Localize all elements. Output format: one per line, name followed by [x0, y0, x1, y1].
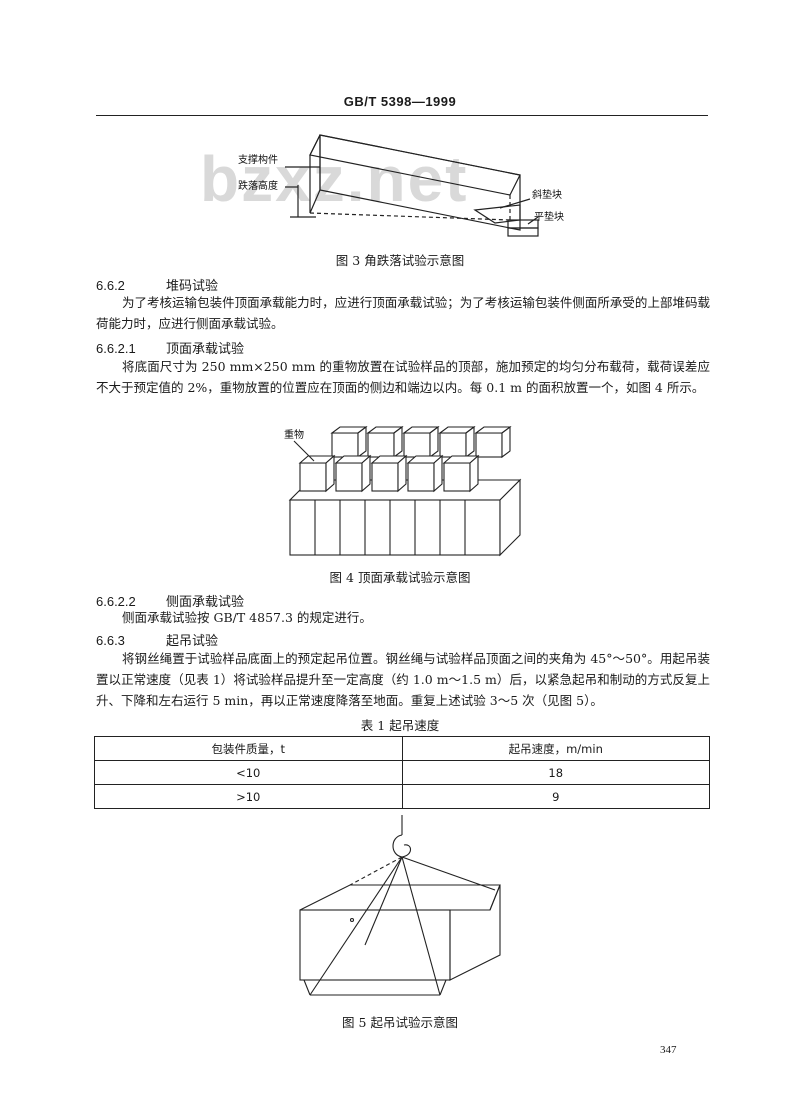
- figure4-caption: 图 4 顶面承载试验示意图: [329, 570, 471, 585]
- table-cell: >10: [94, 784, 403, 809]
- label-weight: 重物: [284, 428, 304, 441]
- table1-caption: 表 1 起吊速度: [360, 718, 440, 733]
- box-front-face: [319, 134, 521, 231]
- section-title: 堆码试验: [166, 278, 219, 293]
- section-number: 6.6.2.1: [96, 341, 136, 356]
- figure3-diagram: 支撑构件 跌落高度 斜垫块 平垫块: [238, 134, 564, 237]
- section-number: 6.6.3: [96, 633, 125, 648]
- crate-top-face: [299, 884, 501, 911]
- section-6-6-2-1-text: 将底面尺寸为 250 mm×250 mm 的重物放置在试验样品的顶部，施加预定的…: [96, 359, 710, 395]
- section-title: 起吊试验: [166, 633, 219, 648]
- box-top-face: [309, 134, 521, 196]
- table-cell: 18: [401, 760, 710, 785]
- section-6-6-2-1-heading: 6.6.2.1 顶面承载试验: [96, 338, 244, 357]
- section-6-6-2-2-text: 侧面承载试验按 GB/T 4857.3 的规定进行。: [122, 610, 372, 625]
- page-number: 347: [660, 1044, 677, 1056]
- crate-side-face: [449, 884, 501, 981]
- table-header-row: 包装件质量，t 起吊速度，m/min: [94, 736, 710, 761]
- weights-front-row: [298, 454, 480, 493]
- section-6-6-3-text: 将钢丝绳置于试验样品底面上的预定起吊位置。钢丝绳与试验样品顶面之间的夹角为 45…: [96, 651, 710, 708]
- label-flat-block: 平垫块: [534, 210, 564, 223]
- label-support: 支撑构件: [238, 153, 278, 166]
- section-6-6-2-heading: 6.6.2 堆码试验: [96, 275, 218, 294]
- header-rule: [96, 115, 708, 116]
- section-title: 顶面承载试验: [166, 341, 245, 356]
- section-title: 侧面承载试验: [166, 594, 245, 609]
- table-row: <10 18: [94, 760, 710, 785]
- table-header-cell: 起吊速度，m/min: [401, 736, 710, 761]
- table-header-cell: 包装件质量，t: [94, 736, 403, 761]
- crate-side: [499, 478, 521, 557]
- figure5-caption: 图 5 起吊试验示意图: [342, 1015, 458, 1030]
- standard-header: GB/T 5398—1999: [343, 94, 457, 109]
- hook: [392, 834, 412, 858]
- label-drop-height: 跌落高度: [238, 179, 278, 192]
- section-number: 6.6.2: [96, 278, 125, 293]
- flat-block-bottom: [507, 227, 539, 237]
- section-6-6-2-text: 为了考核运输包装件顶面承载能力时，应进行顶面承载试验；为了考核运输包装件侧面所承…: [96, 295, 710, 331]
- table-cell: 9: [401, 784, 710, 809]
- label-slant-block: 斜垫块: [532, 188, 562, 201]
- section-6-6-2-2-heading: 6.6.2.2 侧面承载试验: [96, 591, 244, 610]
- section-6-6-3-heading: 6.6.3 起吊试验: [96, 630, 218, 649]
- figure4-diagram: 重物: [284, 425, 522, 557]
- box-left-face: [309, 134, 321, 214]
- table-row: >10 9: [94, 784, 710, 809]
- lifting-speed-table: 包装件质量，t 起吊速度，m/min <10 18 >10 9: [94, 736, 710, 809]
- crate-front: [289, 499, 501, 556]
- table-cell: <10: [94, 760, 403, 785]
- figure3-caption: 图 3 角跌落试验示意图: [335, 253, 465, 268]
- weights-back-row: [330, 425, 512, 459]
- section-number: 6.6.2.2: [96, 594, 136, 609]
- figure5-diagram: [299, 815, 501, 996]
